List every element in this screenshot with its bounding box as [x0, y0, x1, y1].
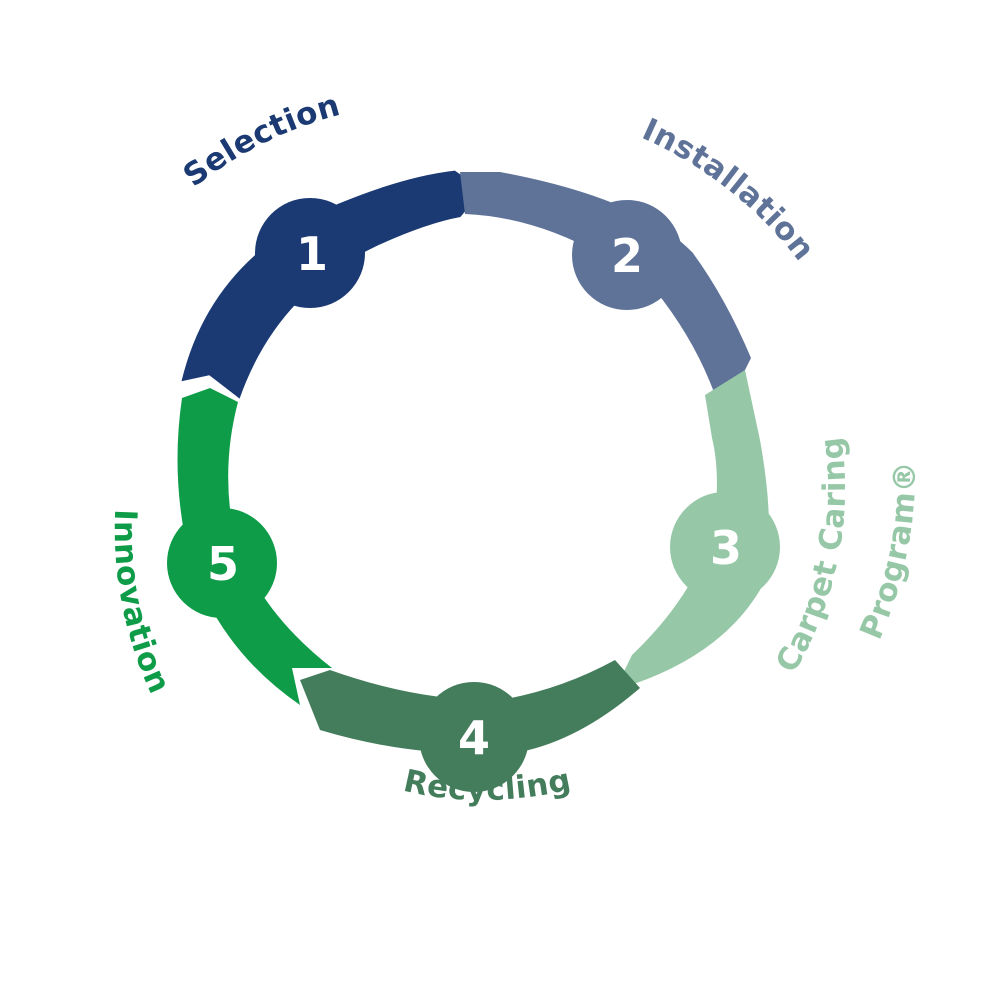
label-program: Program® — [853, 461, 923, 645]
step-number-5: 5 — [207, 537, 239, 591]
step-circle-1 — [255, 198, 365, 308]
step-number-3: 3 — [710, 521, 742, 575]
step-number-4: 4 — [458, 711, 490, 765]
arrow-segment-innovation — [177, 388, 332, 705]
label-carpet-caring: Carpet Caring — [769, 435, 853, 679]
step-circle-5 — [167, 508, 277, 618]
arrow-segment-carpet-caring — [615, 370, 769, 690]
arrow-segment-selection — [181, 170, 483, 399]
step-number-2: 2 — [611, 229, 643, 283]
step-circle-2 — [572, 200, 682, 310]
step-circle-4 — [419, 682, 529, 792]
label-innovation: Innovation — [107, 509, 178, 699]
step-number-1: 1 — [296, 227, 328, 281]
label-selection: Selection — [177, 87, 344, 194]
step-circle-3 — [670, 492, 780, 602]
